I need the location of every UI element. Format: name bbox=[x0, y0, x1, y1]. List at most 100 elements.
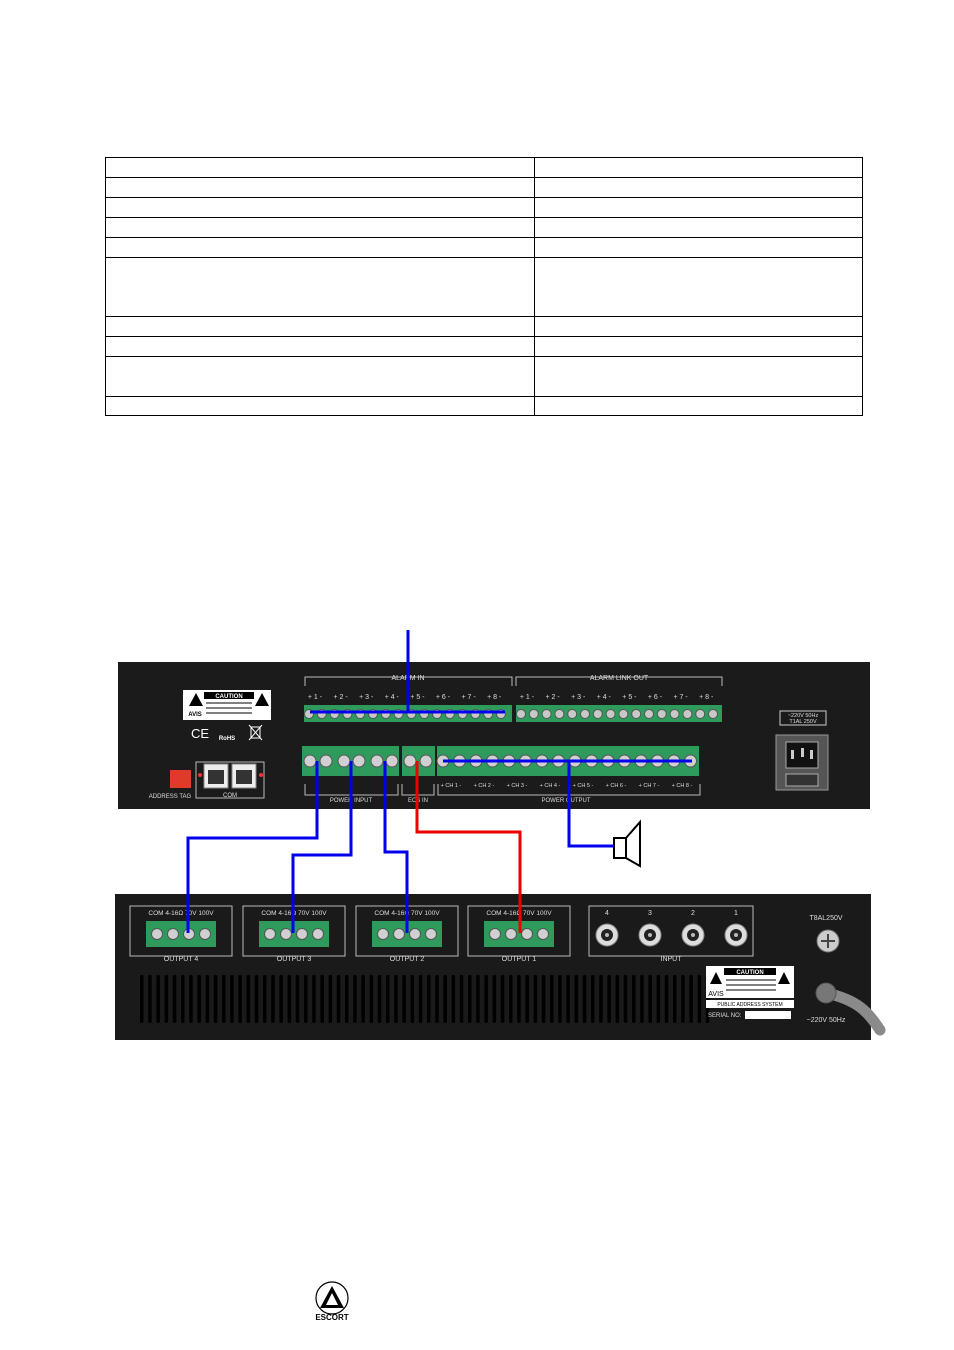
power-input-terminal[interactable] bbox=[419, 754, 433, 768]
address-dip-switch[interactable] bbox=[170, 770, 191, 788]
com-ports bbox=[195, 761, 265, 799]
alarm-out-terminal[interactable] bbox=[528, 709, 539, 719]
output-label: OUTPUT 2 bbox=[390, 956, 425, 963]
output-terminal[interactable] bbox=[425, 928, 437, 940]
vent-slot bbox=[640, 975, 644, 1023]
output-terminal[interactable] bbox=[521, 928, 533, 940]
vent-slot bbox=[418, 975, 423, 1023]
alarm-in-number: + 8 - bbox=[487, 694, 502, 701]
alarm-out-terminal[interactable] bbox=[567, 709, 578, 719]
power-cord bbox=[815, 982, 886, 1036]
vent-slot bbox=[599, 975, 603, 1023]
alarm-out-terminal[interactable] bbox=[541, 709, 552, 719]
output-terminal[interactable] bbox=[296, 928, 308, 940]
output-terminal[interactable] bbox=[505, 928, 517, 940]
output-terminal[interactable] bbox=[280, 928, 292, 940]
vent-slot bbox=[681, 975, 685, 1023]
vent-slot bbox=[345, 975, 349, 1023]
alarm-out-terminal[interactable] bbox=[644, 709, 654, 719]
alarm-out-terminal[interactable] bbox=[618, 709, 629, 719]
alarm-out-number: + 2 - bbox=[545, 694, 560, 701]
vent-slot bbox=[664, 975, 669, 1023]
vent-slot bbox=[222, 975, 226, 1023]
vent-slot bbox=[377, 975, 382, 1023]
iec-power-inlet[interactable] bbox=[775, 734, 829, 791]
alarm-out-number: + 7 - bbox=[673, 694, 688, 701]
alarm-out-terminal[interactable] bbox=[592, 709, 603, 719]
power-input-terminal[interactable] bbox=[337, 754, 351, 768]
output-terminal[interactable] bbox=[537, 928, 549, 940]
output1-red-wire bbox=[415, 761, 522, 933]
output-terminal[interactable] bbox=[312, 928, 324, 940]
output-terminal[interactable] bbox=[264, 928, 276, 940]
vent-slot bbox=[172, 975, 177, 1023]
power-input-terminal[interactable] bbox=[303, 754, 317, 768]
vent-slot bbox=[689, 975, 693, 1023]
alarm-out-terminal[interactable] bbox=[605, 709, 616, 719]
vent-slot bbox=[484, 975, 488, 1023]
vent-slot bbox=[246, 975, 251, 1023]
vent-slot bbox=[697, 975, 702, 1023]
vent-slot bbox=[148, 975, 152, 1023]
power-output-label: POWER OUTPUT bbox=[542, 798, 591, 804]
power-input-terminal[interactable] bbox=[403, 754, 417, 768]
vent-slot bbox=[550, 975, 554, 1023]
vent-slot bbox=[673, 975, 677, 1023]
vent-slot bbox=[492, 975, 497, 1023]
alarm-out-terminal[interactable] bbox=[516, 709, 526, 719]
escort-logo-text: ESCORT bbox=[315, 1313, 348, 1322]
vent-slot bbox=[304, 975, 308, 1023]
vent-slot bbox=[623, 975, 628, 1023]
vent-slot bbox=[205, 975, 210, 1023]
power-output-channel-label: + CH 5 - bbox=[573, 783, 594, 789]
spec-row bbox=[105, 257, 863, 317]
output4-wire bbox=[186, 761, 319, 933]
spec-row bbox=[105, 336, 863, 357]
vent-slot bbox=[369, 975, 374, 1023]
vent-slot bbox=[533, 975, 538, 1023]
vent-slot bbox=[427, 975, 431, 1023]
power-input-terminal[interactable] bbox=[385, 754, 399, 768]
spec-cell-right bbox=[534, 356, 863, 397]
output-terminal[interactable] bbox=[409, 928, 421, 940]
speaker-icon bbox=[613, 819, 641, 868]
alarm-out-terminal[interactable] bbox=[631, 709, 642, 719]
brand-label: AVIS bbox=[188, 712, 202, 718]
vent-slot bbox=[402, 975, 406, 1023]
output-terminal[interactable] bbox=[393, 928, 405, 940]
power-input-terminal[interactable] bbox=[352, 754, 366, 768]
alarm-out-terminal[interactable] bbox=[669, 709, 680, 719]
alarm-in-number: + 5 - bbox=[410, 694, 425, 701]
power-input-terminal[interactable] bbox=[370, 754, 384, 768]
vent-slot bbox=[254, 975, 259, 1023]
output-terminal[interactable] bbox=[199, 928, 211, 940]
alarm-terminal-screws bbox=[304, 709, 718, 719]
alarm-out-terminal[interactable] bbox=[695, 709, 706, 719]
spec-row bbox=[105, 396, 863, 416]
ce-mark: CE bbox=[191, 726, 209, 741]
vent-slot bbox=[632, 975, 636, 1023]
power-input-terminal[interactable] bbox=[319, 754, 333, 768]
power-output-channel-label: + CH 1 - bbox=[441, 783, 462, 789]
alarm-out-terminal[interactable] bbox=[682, 709, 693, 719]
weee-bin-icon bbox=[248, 724, 263, 741]
output-terminal[interactable] bbox=[151, 928, 163, 940]
vent-slot bbox=[468, 975, 472, 1023]
alarm-out-terminal[interactable] bbox=[554, 709, 565, 719]
output-terminal[interactable] bbox=[377, 928, 389, 940]
address-tag-label: ADDRESS TAG bbox=[149, 794, 192, 800]
output-terminal[interactable] bbox=[489, 928, 501, 940]
vent-slot bbox=[582, 975, 587, 1023]
alarm-out-terminal[interactable] bbox=[656, 709, 667, 719]
alarm-out-number: + 1 - bbox=[520, 694, 535, 701]
alarm-out-terminal[interactable] bbox=[708, 709, 718, 719]
alarm-out-terminal[interactable] bbox=[580, 709, 590, 719]
vent-slot bbox=[287, 975, 292, 1023]
output-terminal[interactable] bbox=[167, 928, 179, 940]
channel-labels: + CH 1 -+ CH 2 -+ CH 3 -+ CH 4 -+ CH 5 -… bbox=[441, 783, 693, 789]
fuse-label: T8AL250V bbox=[809, 915, 842, 922]
blue-wires bbox=[186, 630, 692, 933]
fuse-holder[interactable] bbox=[816, 929, 840, 953]
escort-logo: ESCORT bbox=[315, 1281, 349, 1322]
